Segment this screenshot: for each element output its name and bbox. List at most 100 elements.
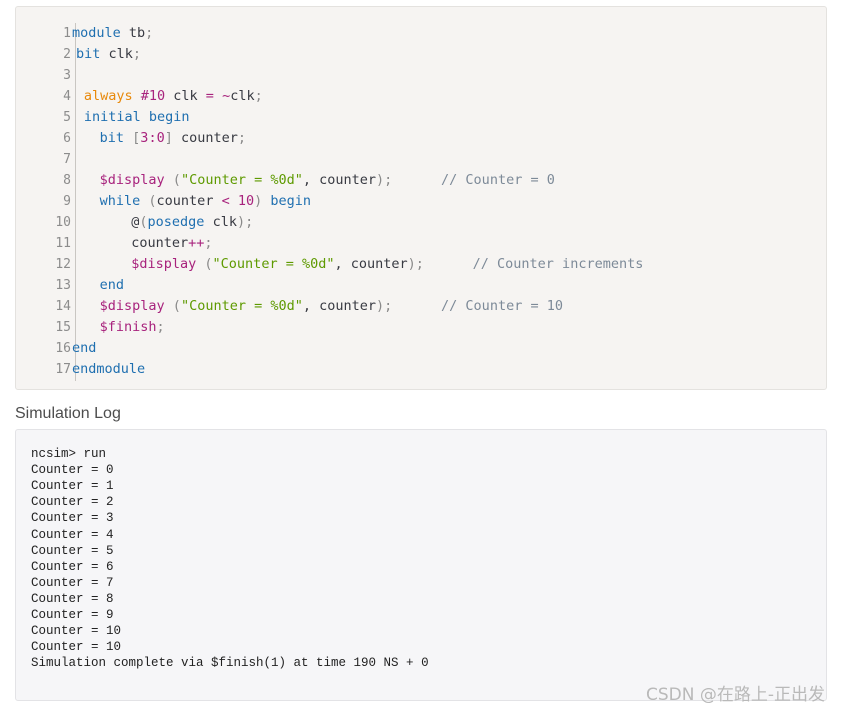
code-token: , counter xyxy=(302,298,377,314)
code-token: ; xyxy=(237,130,247,146)
code-line: end xyxy=(72,338,96,359)
log-line: Counter = 10 xyxy=(31,640,122,655)
code-token: , counter xyxy=(302,172,377,188)
code-line: endmodule xyxy=(72,359,145,380)
line-number: 9 xyxy=(63,194,71,209)
code-token: ; xyxy=(204,235,213,251)
code-token: "Counter = %0d" xyxy=(212,256,335,272)
log-line: Counter = 10 xyxy=(31,624,122,639)
log-line: Counter = 4 xyxy=(31,527,114,542)
log-line: Counter = 8 xyxy=(31,591,114,606)
code-token: counter xyxy=(172,130,238,146)
code-line: end xyxy=(100,275,124,296)
code-token: module xyxy=(72,25,121,41)
code-token: clk xyxy=(100,46,133,62)
line-number: 5 xyxy=(63,110,71,125)
line-number: 13 xyxy=(55,278,71,293)
code-token: ( xyxy=(164,298,181,314)
code-line: counter++; xyxy=(131,233,212,254)
code-token: // Counter increments xyxy=(423,256,644,272)
log-line: Counter = 7 xyxy=(31,575,114,590)
log-line: Counter = 5 xyxy=(31,543,114,558)
code-token: = xyxy=(205,88,214,104)
code-token: ; xyxy=(254,88,263,104)
code-token: // Counter = 0 xyxy=(392,172,555,188)
log-line: Counter = 0 xyxy=(31,463,114,478)
code-token: ( xyxy=(164,172,181,188)
code-token: begin xyxy=(148,109,190,125)
line-number: 17 xyxy=(55,362,71,377)
code-token: ); xyxy=(236,214,254,230)
code-token: clk xyxy=(230,88,255,104)
log-line: Counter = 6 xyxy=(31,559,114,574)
code-token: ( xyxy=(196,256,213,272)
log-line: Counter = 3 xyxy=(31,511,114,526)
code-token: initial xyxy=(83,109,141,125)
line-number: 8 xyxy=(63,173,71,188)
code-line: module tb; xyxy=(72,23,153,44)
code-token: clk xyxy=(165,88,206,104)
line-number: 16 xyxy=(55,341,71,356)
code-line: bit [3:0] counter; xyxy=(100,128,246,149)
code-line: initial begin xyxy=(84,107,190,128)
line-number: 14 xyxy=(55,299,71,314)
log-line: ncsim> run xyxy=(31,447,107,461)
code-line: $display ("Counter = %0d", counter); // … xyxy=(100,296,563,317)
code-line: always #10 clk = ~clk; xyxy=(84,86,263,107)
code-line: bit clk; xyxy=(76,44,141,65)
code-token: ~ xyxy=(222,88,231,104)
code-token: 10 xyxy=(237,193,255,209)
code-token: , counter xyxy=(334,256,408,272)
log-line: Simulation complete via $finish(1) at ti… xyxy=(31,656,429,671)
line-number: 6 xyxy=(63,131,71,146)
log-line: Counter = 2 xyxy=(31,495,114,510)
code-token: always xyxy=(83,88,133,104)
code-token: bit xyxy=(75,46,101,62)
code-token: end xyxy=(99,277,125,293)
code-token: ; xyxy=(132,46,141,62)
code-token: "Counter = %0d" xyxy=(180,298,303,314)
line-number: 11 xyxy=(55,236,71,251)
code-token: ] xyxy=(164,130,173,146)
line-number: 15 xyxy=(55,320,71,335)
code-token xyxy=(141,109,149,125)
code-token xyxy=(214,88,222,104)
code-token: // Counter = 10 xyxy=(392,298,563,314)
log-line: Counter = 9 xyxy=(31,608,114,622)
code-token: ); xyxy=(376,172,393,188)
code-token: @ xyxy=(131,214,140,230)
code-token: ( xyxy=(140,193,157,209)
code-token: ) xyxy=(254,193,263,209)
code-token: "Counter = %0d" xyxy=(180,172,303,188)
code-token: ; xyxy=(145,25,154,41)
code-token: tb xyxy=(120,25,146,41)
code-token: while xyxy=(99,193,141,209)
code-token: counter xyxy=(131,235,189,251)
code-token: ); xyxy=(407,256,424,272)
code-token: ++ xyxy=(188,235,205,251)
line-number-gutter xyxy=(38,23,76,381)
code-token: ); xyxy=(376,298,393,314)
code-line: $display ("Counter = %0d", counter); // … xyxy=(100,170,555,191)
code-token: ; xyxy=(156,319,165,335)
line-number: 3 xyxy=(63,68,71,83)
code-line: $finish; xyxy=(100,317,165,338)
line-number: 2 xyxy=(63,47,71,62)
code-token: $display xyxy=(131,256,197,272)
code-line: while (counter < 10) begin xyxy=(100,191,311,212)
code-line: $display ("Counter = %0d", counter); // … xyxy=(131,254,643,275)
section-title: Simulation Log xyxy=(15,405,121,422)
code-token: posedge xyxy=(147,214,205,230)
code-token: $display xyxy=(99,298,165,314)
code-token: [ xyxy=(124,130,141,146)
code-token: $finish xyxy=(99,319,157,335)
code-line: @(posedge clk); xyxy=(131,212,253,233)
line-number: 4 xyxy=(63,89,71,104)
line-number: 1 xyxy=(63,26,71,41)
code-token: $display xyxy=(99,172,165,188)
watermark: CSDN @在路上-正出发 xyxy=(645,685,825,705)
code-token: clk xyxy=(204,214,237,230)
code-token: end xyxy=(72,340,97,356)
